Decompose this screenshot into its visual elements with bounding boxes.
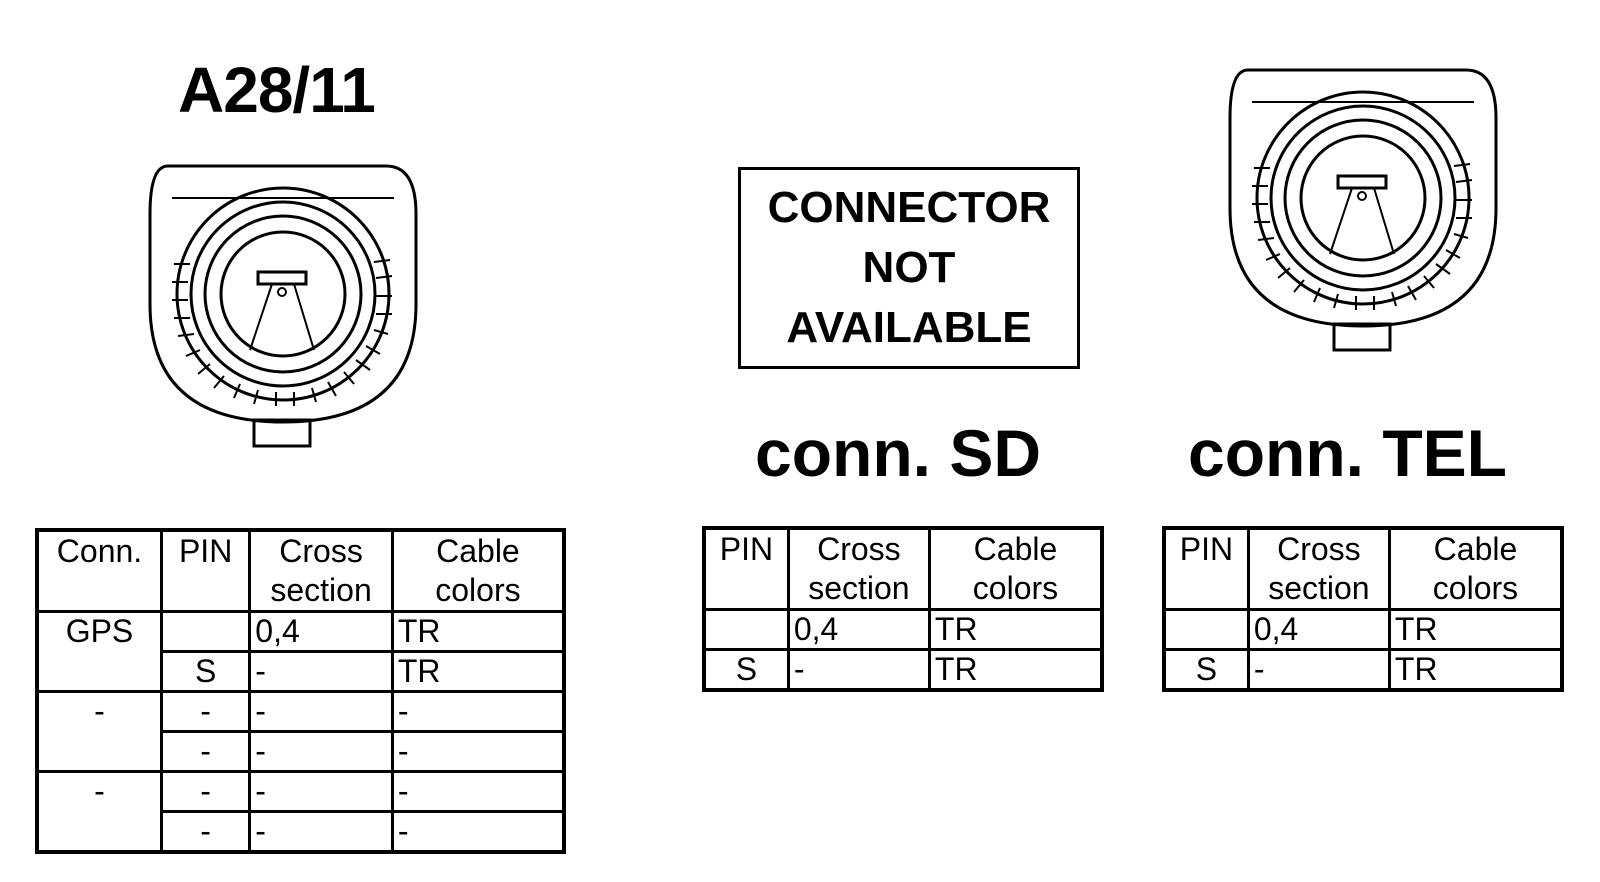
connector-a28-drawing <box>148 164 418 448</box>
conn-cell-empty <box>35 651 163 693</box>
pin-cell: - <box>159 730 252 773</box>
pin-cell <box>1162 608 1250 651</box>
cable-color-cell: TR <box>1387 648 1564 692</box>
table-row: - - - - <box>35 770 566 813</box>
cross-section-cell: - <box>248 690 394 733</box>
table-row: S - TR <box>702 648 1104 692</box>
cross-section-cell: - <box>248 730 394 773</box>
cable-color-cell: TR <box>390 650 566 693</box>
cross-section-cell: - <box>1246 648 1391 692</box>
cable-color-cell: TR <box>1387 608 1564 651</box>
not-available-line-2: NOT <box>862 243 956 292</box>
conn-cell: - <box>35 690 163 732</box>
connector-title-a28: A28/11 <box>178 54 376 126</box>
pin-cell: - <box>159 690 252 733</box>
pin-cell: S <box>1162 648 1250 692</box>
header-pin: PIN <box>702 526 790 611</box>
pin-cell <box>702 608 790 651</box>
not-available-line-1: CONNECTOR <box>767 183 1051 232</box>
table-row: - - - <box>35 810 566 854</box>
cable-color-cell: TR <box>927 608 1104 651</box>
pin-cell: - <box>159 810 252 854</box>
cross-section-cell: - <box>248 650 394 693</box>
conn-cell: GPS <box>35 610 163 652</box>
connector-title-tel: conn. TEL <box>1188 416 1507 490</box>
table-row: S - TR <box>35 650 566 693</box>
cross-section-cell: - <box>248 770 394 813</box>
connector-not-available-box: CONNECTOR NOT AVAILABLE <box>738 167 1080 369</box>
table-row: GPS 0,4 TR <box>35 610 566 653</box>
header-pin: PIN <box>159 528 252 613</box>
connector-title-sd: conn. SD <box>755 416 1042 490</box>
conn-cell-empty <box>35 811 163 854</box>
header-conn: Conn. <box>35 528 163 613</box>
pin-cell: - <box>159 770 252 813</box>
table-row: 0,4 TR <box>702 608 1104 651</box>
table-row: 0,4 TR <box>1162 608 1564 651</box>
conn-cell: - <box>35 770 163 812</box>
cable-color-cell: - <box>390 810 566 854</box>
table-row: S - TR <box>1162 648 1564 692</box>
table-row: - - - - <box>35 690 566 733</box>
conn-cell-empty <box>35 731 163 773</box>
cross-section-cell: 0,4 <box>248 610 394 653</box>
cable-color-cell: - <box>390 730 566 773</box>
cable-color-cell: - <box>390 690 566 733</box>
cable-color-cell: TR <box>927 648 1104 692</box>
cross-section-cell: - <box>786 648 931 692</box>
cable-color-cell: - <box>390 770 566 813</box>
cross-section-cell: - <box>248 810 394 854</box>
cable-color-cell: TR <box>390 610 566 653</box>
pin-cell: S <box>159 650 252 693</box>
header-pin: PIN <box>1162 526 1250 611</box>
connector-tel-drawing <box>1228 68 1498 352</box>
pin-cell <box>159 610 252 653</box>
cross-section-cell: 0,4 <box>1246 608 1391 651</box>
cross-section-cell: 0,4 <box>786 608 931 651</box>
pin-cell: S <box>702 648 790 692</box>
table-row: - - - <box>35 730 566 773</box>
not-available-line-3: AVAILABLE <box>786 303 1032 352</box>
